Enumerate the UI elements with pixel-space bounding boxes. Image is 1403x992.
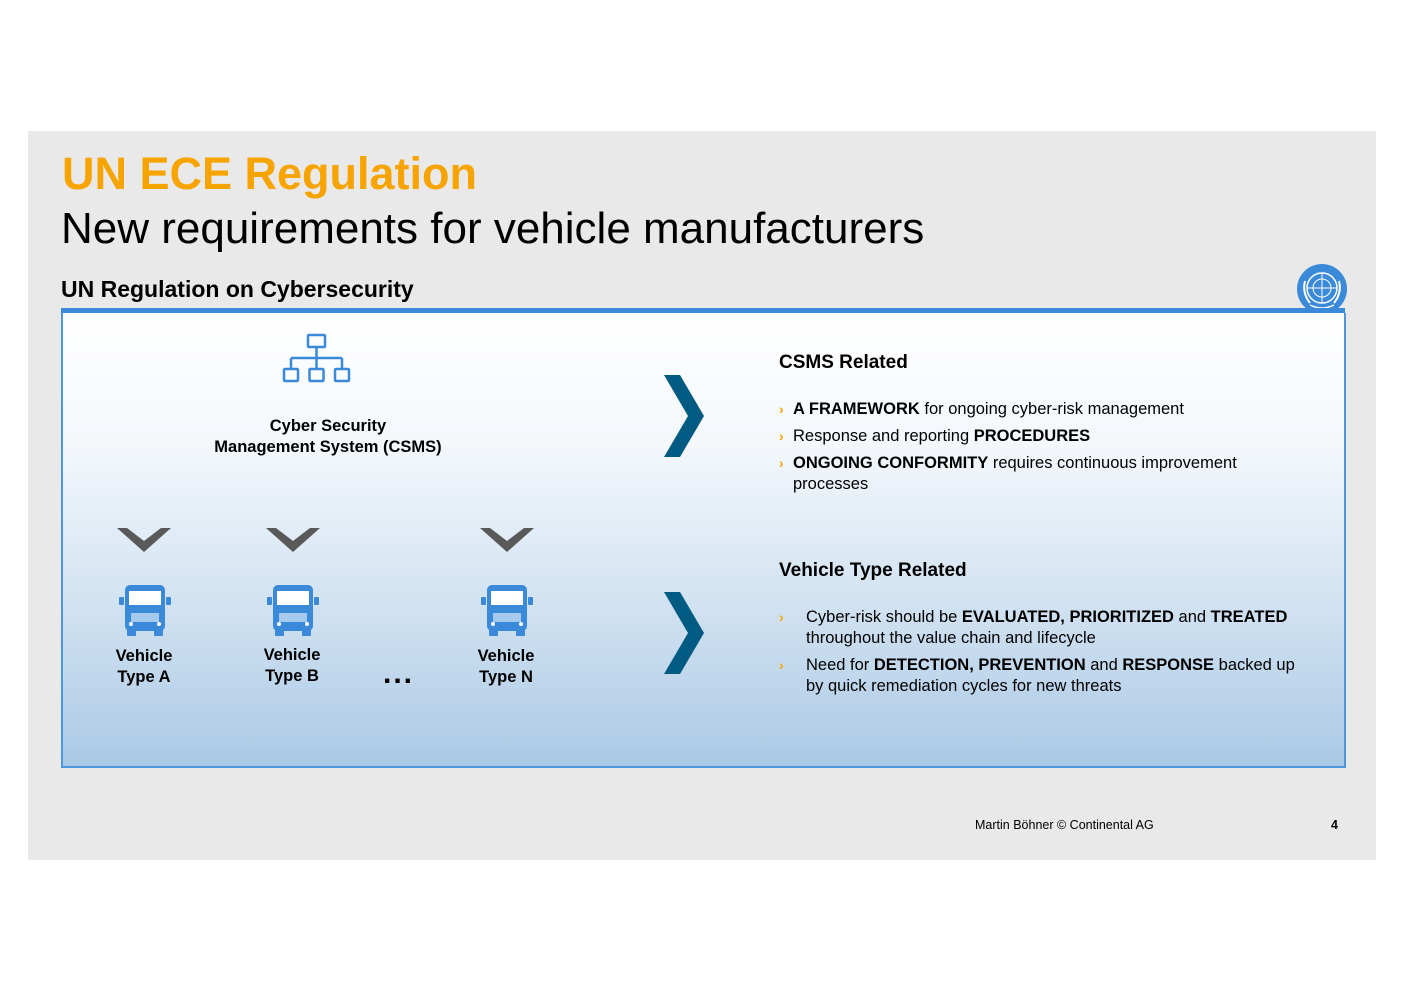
chevron-right-icon: [664, 375, 704, 457]
ellipsis: ...: [383, 657, 415, 690]
chevron-down-icon: [480, 528, 534, 552]
bullet-text: throughout the value chain and lifecycle: [806, 629, 1096, 647]
bullet-item: › A FRAMEWORK for ongoing cyber-risk mana…: [779, 399, 1299, 420]
truck-icon: [119, 585, 171, 636]
section-divider: [61, 308, 1345, 313]
vehicle-label-line1: Vehicle: [263, 646, 321, 664]
bullet-item: › Need for DETECTION, PREVENTION and RESP…: [779, 655, 1299, 697]
vehicle-related-list: › Cyber-risk should be EVALUATED, PRIORIT…: [779, 607, 1299, 703]
bullet-emphasis: DETECTION, PREVENTION: [873, 656, 1086, 674]
footer-credit: Martin Böhner © Continental AG: [975, 818, 1154, 832]
section-heading: UN Regulation on Cybersecurity: [61, 276, 414, 302]
slide-subtitle: New requirements for vehicle manufacture…: [61, 204, 925, 253]
truck-icon: [481, 585, 533, 636]
bullet-text: for ongoing cyber-risk management: [919, 400, 1184, 418]
bullet-text: Need for: [806, 656, 874, 674]
bullet-text: Response and reporting: [793, 427, 974, 445]
bullet-text: Cyber-risk should be: [806, 608, 962, 626]
bullet-marker: ›: [779, 657, 784, 673]
bullet-text: and: [1085, 656, 1123, 674]
org-chart-icon: [282, 333, 351, 383]
vehicle-type-a-label: Vehicle Type A: [94, 646, 194, 688]
bullet-text: backed up by quick remediation cycles fo…: [806, 656, 1295, 695]
vehicle-label-line1: Vehicle: [477, 647, 535, 665]
bullet-emphasis: PROCEDURES: [973, 427, 1091, 445]
bullet-marker: ›: [779, 428, 784, 444]
chevron-down-icon: [117, 528, 171, 552]
bullet-emphasis: RESPONSE: [1122, 656, 1215, 674]
csms-related-heading: CSMS Related: [779, 352, 908, 373]
vehicle-type-b-label: Vehicle Type B: [242, 645, 342, 687]
un-emblem-icon: [1297, 264, 1347, 314]
bullet-emphasis: A FRAMEWORK: [793, 400, 920, 418]
bullet-emphasis: TREATED: [1210, 608, 1288, 626]
vehicle-label-line2: Type A: [117, 668, 171, 686]
bullet-marker: ›: [779, 609, 784, 625]
bullet-marker: ›: [779, 455, 784, 471]
bullet-item: › Response and reporting PROCEDURES: [779, 426, 1299, 447]
bullet-item: › Cyber-risk should be EVALUATED, PRIORIT…: [779, 607, 1299, 649]
truck-icon: [267, 585, 319, 636]
bullet-emphasis: ONGOING CONFORMITY: [793, 454, 989, 472]
chevron-right-icon: [664, 592, 704, 674]
csms-related-list: › A FRAMEWORK for ongoing cyber-risk mana…: [779, 399, 1299, 501]
content-panel: [61, 313, 1346, 768]
vehicle-label-line2: Type N: [479, 668, 533, 686]
slide-title: UN ECE Regulation: [62, 148, 478, 199]
chevron-down-icon: [266, 528, 320, 552]
bullet-item: › ONGOING CONFORMITY requires continuous …: [779, 453, 1299, 495]
csms-label-line1: Cyber Security: [269, 417, 387, 435]
csms-label-line2: Management System (CSMS): [214, 438, 442, 456]
bullet-marker: ›: [779, 401, 784, 417]
slide: UN ECE Regulation New requirements for v…: [28, 131, 1376, 860]
bullet-emphasis: EVALUATED, PRIORITIZED: [961, 608, 1174, 626]
vehicle-type-n-label: Vehicle Type N: [456, 646, 556, 688]
page-number: 4: [1331, 818, 1338, 832]
vehicle-label-line2: Type B: [265, 667, 319, 685]
vehicle-related-heading: Vehicle Type Related: [779, 560, 967, 581]
bullet-text: requires continuous improvement processe…: [793, 454, 1237, 493]
csms-label: Cyber Security Management System (CSMS): [198, 416, 458, 458]
vehicle-label-line1: Vehicle: [115, 647, 173, 665]
bullet-text: and: [1173, 608, 1211, 626]
